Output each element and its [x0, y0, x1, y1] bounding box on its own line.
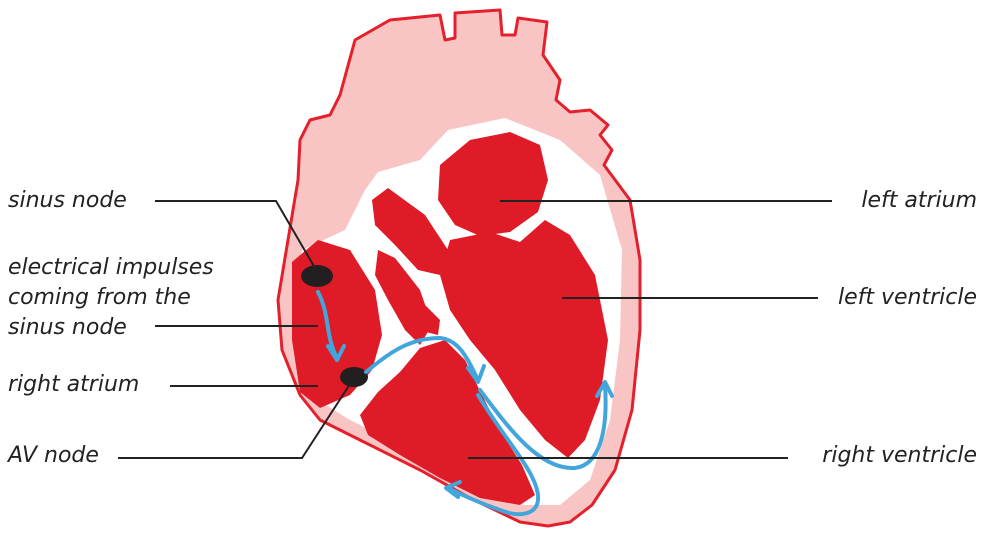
label-left-ventricle: left ventricle: [838, 283, 977, 313]
label-electrical-impulses: electrical impulses coming from the sinu…: [8, 253, 214, 343]
label-electrical-impulses-line-1: electrical impulses: [8, 253, 214, 283]
label-av-node: AV node: [8, 441, 99, 471]
label-sinus-node: sinus node: [8, 186, 127, 216]
sinus-node-marker: [301, 265, 333, 287]
label-electrical-impulses-line-2: coming from the: [8, 283, 214, 313]
label-left-atrium: left atrium: [861, 186, 977, 216]
label-right-ventricle: right ventricle: [822, 441, 977, 471]
label-right-atrium: right atrium: [8, 370, 139, 400]
label-electrical-impulses-line-3: sinus node: [8, 313, 214, 343]
av-node-marker: [340, 367, 368, 387]
